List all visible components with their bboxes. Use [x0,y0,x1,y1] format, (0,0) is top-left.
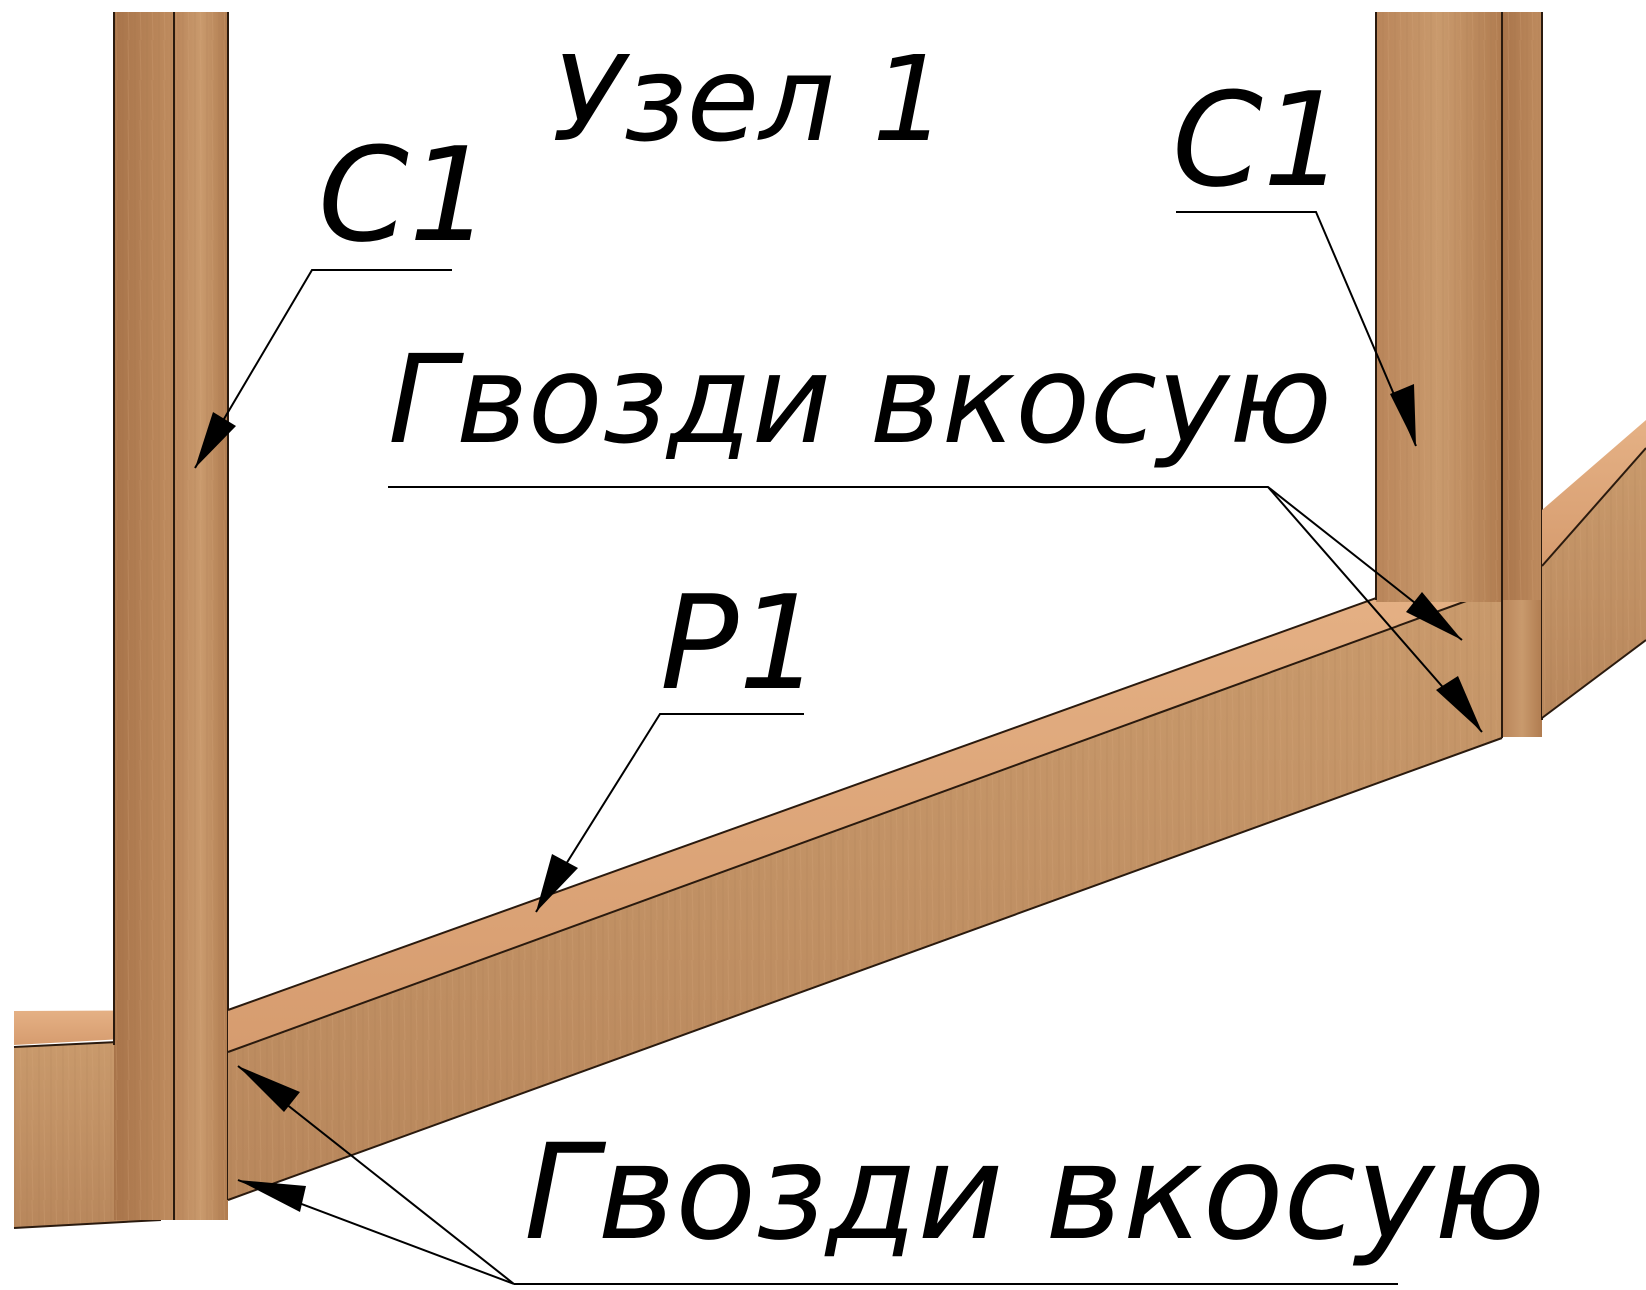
leader-stud-left [194,269,452,469]
arrowhead-nails-upper-1 [1406,592,1462,640]
label-rafter: Р1 [660,567,821,719]
arrowhead-stud-right [1390,384,1416,446]
leader-rafter [535,713,804,913]
label-nails-upper: Гвозди вкосую [388,329,1332,471]
arrowhead-nails-lower-2 [238,1180,306,1212]
label-stud-left: С1 [318,119,491,271]
arrowhead-nails-lower-1 [238,1066,300,1112]
label-nails-lower: Гвозди вкосую [524,1116,1545,1270]
right-plate [1541,420,1646,719]
drawing-title: Узел 1 [552,30,947,168]
arrowhead-stud-left [195,412,236,468]
rafter-beam [227,567,1503,1201]
stud-left [113,12,229,1220]
leader-nails-upper [388,486,1463,641]
arrowhead-rafter [536,854,578,912]
leader-stud-right [1176,211,1417,447]
stud-right [1375,12,1543,738]
label-stud-right: С1 [1172,64,1345,216]
arrowhead-nails-upper-2 [1436,676,1482,732]
